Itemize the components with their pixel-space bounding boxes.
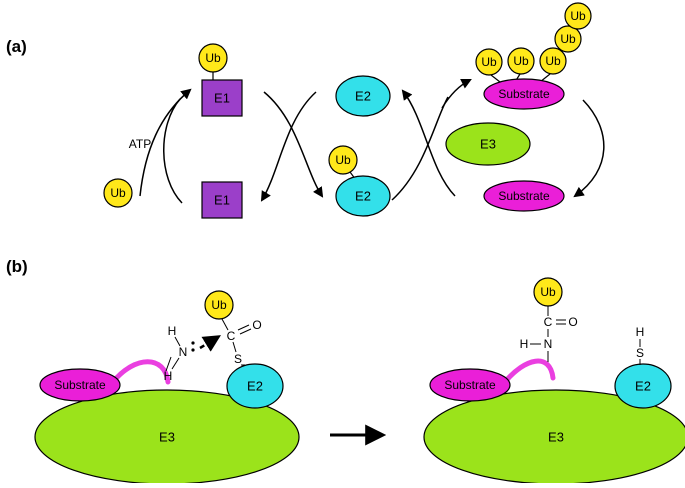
substrate-top (483, 78, 565, 110)
substrate-release-arrow (573, 99, 605, 198)
amine-n: N (179, 345, 188, 359)
free-ub-label: Ub (110, 186, 126, 200)
e1-free-box (201, 181, 243, 219)
e2-ub (328, 145, 358, 175)
e2-nodes: E2 Ub E2 (328, 75, 391, 217)
lysine-linker-before (110, 359, 171, 385)
thiol-h: H (636, 325, 645, 339)
chain-ub-3-label: Ub (545, 54, 561, 68)
atp-label: ATP (129, 137, 151, 151)
lysine-linker-after (502, 358, 556, 385)
substrate-top-label: Substrate (498, 87, 550, 101)
nh-bond-bottom (171, 357, 180, 370)
panel-a-label: (a) (6, 37, 27, 56)
e2-e3-transfer (391, 79, 472, 201)
chain-ub-2 (507, 47, 535, 75)
complex-after: E3 Substrate E2 Ub C O N H H S (423, 277, 685, 485)
amine-h-bottom: H (164, 369, 173, 383)
amine-h-top: H (168, 324, 177, 338)
conjugated-ub-label: Ub (540, 285, 556, 299)
substrate-bound-after (429, 368, 511, 402)
n-linker-bond (165, 356, 172, 372)
thiol-s: S (636, 346, 644, 360)
c-s-bond (232, 341, 237, 353)
thioester-ub-label: Ub (211, 298, 227, 312)
e1-charged-label: E1 (214, 91, 230, 106)
e1-ub (198, 43, 228, 73)
substrate-free-label: Substrate (498, 189, 550, 203)
carbonyl-o-after: O (568, 315, 577, 329)
e2-bound-after-label: E2 (635, 379, 651, 394)
thio-s-before: S (234, 352, 242, 366)
e2-free-label: E2 (355, 89, 371, 104)
thioester-ub (204, 290, 234, 320)
e1-charged-box (201, 79, 243, 117)
chain-ub-4-label: Ub (560, 32, 576, 46)
carbonyl-o-before: O (252, 318, 261, 332)
chain-ub-3 (539, 47, 567, 75)
ub-activation-arrow (139, 88, 192, 197)
e1-cycle: ATP Ub Ub E1 E1 (103, 43, 243, 219)
panel-b-label: (b) (6, 257, 28, 276)
nucleophilic-attack-arrow (199, 335, 221, 352)
e3-to-e2-arrow (401, 89, 456, 197)
substrate-bound-before-label: Substrate (54, 378, 106, 392)
lone-pair-dot-2 (191, 348, 195, 352)
carbonyl-c-after: C (544, 315, 553, 329)
lone-pair-dot-1 (191, 341, 195, 345)
complex-before: E3 Substrate E2 H N H Ub C O S (34, 290, 300, 485)
amide-h: H (520, 337, 529, 351)
e2-free (335, 75, 391, 117)
chain-ub-4 (554, 25, 582, 53)
chain-ub-1 (475, 48, 503, 76)
amide-n: N (544, 337, 553, 351)
substrate-free (483, 180, 565, 212)
e1-return-curve (163, 98, 183, 204)
e2-charged (335, 175, 391, 217)
polyubiquitinated-substrate: Substrate Ub Ub Ub Ub Ub (475, 2, 592, 110)
e1-ub-label: Ub (205, 51, 221, 65)
chain-ub-5-label: Ub (570, 9, 586, 23)
e3-before-label: E3 (159, 430, 175, 445)
to-substrate-arrow (441, 79, 472, 109)
ub-c-bond-before (221, 318, 229, 331)
e2-bound-before (226, 363, 284, 409)
e2-bound-after (614, 363, 672, 409)
e1-to-e2-arrow (263, 91, 324, 198)
chain-ub-5 (564, 2, 592, 30)
free-ub (103, 178, 133, 208)
chain-ub-1-label: Ub (481, 55, 497, 69)
e2-charged-label: E2 (355, 189, 371, 204)
e2-to-e1-arrow (260, 91, 317, 202)
substrate-bound-before (39, 368, 121, 402)
e1-e2-transfer (260, 91, 324, 202)
e2-to-e3-curve (391, 96, 449, 201)
chain-ub-2-label: Ub (513, 54, 529, 68)
ub-bond-1 (490, 74, 501, 83)
e3-ligase-a (445, 122, 531, 166)
e3-after-label: E3 (548, 430, 564, 445)
e3-ligase-a-label: E3 (480, 137, 496, 152)
co-double-bond-2 (239, 328, 252, 335)
e1-free-label: E1 (214, 193, 230, 208)
carbonyl-c-before: C (227, 329, 236, 343)
nh-bond-top (174, 336, 181, 347)
co-double-bond-1 (237, 324, 250, 331)
e2-ub-label: Ub (335, 153, 351, 167)
e2-bound-before-label: E2 (247, 379, 263, 394)
substrate-bound-after-label: Substrate (444, 378, 496, 392)
